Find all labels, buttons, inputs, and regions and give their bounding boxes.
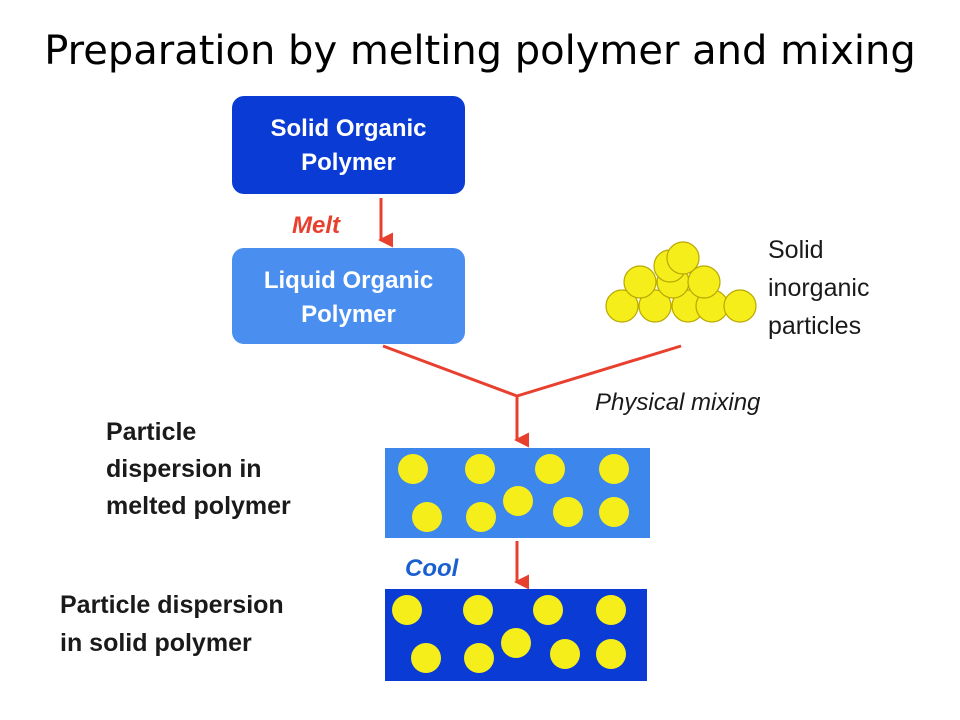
liquid-polymer-label-line2: Polymer <box>301 301 396 328</box>
solid-particle <box>501 628 531 658</box>
mixing-line-left <box>382 344 518 398</box>
solid-particle <box>463 595 493 625</box>
liquid-polymer-box-bg <box>232 248 465 344</box>
melted-particle <box>465 454 495 484</box>
solid-particle <box>411 643 441 673</box>
solid-particle <box>596 639 626 669</box>
melted-particle <box>398 454 428 484</box>
solid-dispersion-block <box>385 589 647 681</box>
slide-title: Preparation by melting polymer and mixin… <box>44 28 916 74</box>
solid-particles <box>392 595 626 673</box>
mixing-line-right <box>516 344 682 398</box>
melted-dispersion-label-line1: Particle <box>106 418 196 446</box>
pile-particle <box>666 241 700 275</box>
melt-label: Melt <box>292 212 341 239</box>
melted-dispersion-label-line2: dispersion in <box>106 455 262 483</box>
solid-particle <box>533 595 563 625</box>
melted-particle <box>503 486 533 516</box>
particles-label-line1: Solid <box>768 236 824 264</box>
melted-particle <box>535 454 565 484</box>
particles-label-line3: particles <box>768 312 861 340</box>
liquid-polymer-box: Liquid Organic Polymer <box>232 248 465 344</box>
physical-mixing-label: Physical mixing <box>595 389 761 416</box>
melted-particle <box>599 454 629 484</box>
solid-particle <box>464 643 494 673</box>
solid-polymer-label-line2: Polymer <box>301 149 396 176</box>
solid-dispersion-label-line1: Particle dispersion <box>60 591 284 619</box>
solid-particle <box>392 595 422 625</box>
pile-particle <box>723 289 757 323</box>
pile-particle <box>605 289 639 323</box>
pile-particle <box>638 289 672 323</box>
melted-particle <box>412 502 442 532</box>
melted-dispersion-label-line3: melted polymer <box>106 492 291 520</box>
melted-particles <box>398 454 629 532</box>
melted-dispersion-block <box>385 448 650 538</box>
solid-dispersion-label-line2: in solid polymer <box>60 629 252 657</box>
melted-particle <box>466 502 496 532</box>
particle-pile <box>605 241 757 323</box>
melted-particle <box>599 497 629 527</box>
pile-particle <box>687 265 721 299</box>
solid-polymer-box-bg <box>232 96 465 194</box>
solid-polymer-box: Solid Organic Polymer <box>232 96 465 194</box>
liquid-polymer-label-line1: Liquid Organic <box>264 267 433 294</box>
pile-particle <box>623 265 657 299</box>
solid-polymer-label-line1: Solid Organic <box>270 115 426 142</box>
solid-particle <box>550 639 580 669</box>
solid-particle <box>596 595 626 625</box>
particles-label-line2: inorganic <box>768 274 869 302</box>
cool-label: Cool <box>405 555 460 582</box>
melted-particle <box>553 497 583 527</box>
